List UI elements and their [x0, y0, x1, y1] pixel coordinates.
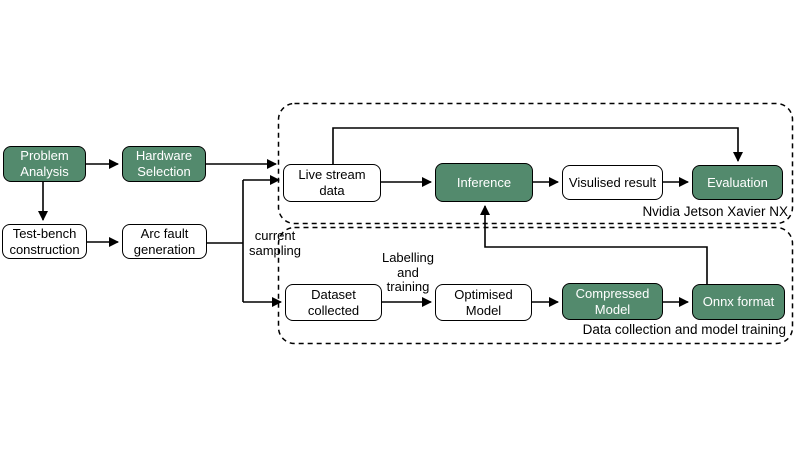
node-evaluation-label: Evaluation	[707, 174, 768, 190]
node-problem-analysis: Problem Analysis	[3, 146, 86, 182]
node-hardware-selection: Hardware Selection	[122, 146, 206, 182]
node-problem-analysis-label: Problem Analysis	[20, 148, 69, 179]
node-test-bench-construction-label: Test-bench construction	[9, 225, 80, 257]
node-inference-label: Inference	[456, 174, 512, 190]
edge-onnx-to-inference	[480, 205, 708, 284]
node-optimised-model: Optimised Model	[435, 284, 532, 321]
node-inference: Inference	[435, 163, 533, 202]
node-hardware-selection-label: Hardware Selection	[135, 148, 193, 179]
node-compressed-model: Compressed Model	[562, 283, 663, 320]
group-data-collection-border	[277, 226, 794, 345]
node-evaluation: Evaluation	[692, 165, 783, 200]
group-jetson-border	[277, 102, 794, 225]
node-live-stream-data: Live stream data	[283, 164, 381, 202]
node-arc-fault-generation-label: Arc fault generation	[133, 225, 196, 257]
node-live-stream-data-label: Live stream data	[298, 167, 366, 198]
node-visulised-result-label: Visulised result	[568, 174, 657, 190]
node-dataset-collected-label: Dataset collected	[307, 286, 360, 318]
group-data-collection-caption: Data collection and model training	[582, 322, 786, 337]
edge-label-current-sampling: current sampling	[248, 228, 302, 258]
node-optimised-model-label: Optimised Model	[454, 286, 513, 318]
edge-livestream-to-evaluation	[332, 127, 743, 164]
node-compressed-model-label: Compressed Model	[575, 285, 650, 317]
edge-label-labelling-and-training: Labelling and training	[381, 250, 435, 294]
node-test-bench-construction: Test-bench construction	[2, 224, 87, 259]
edge-arcfault-branch-trunk	[207, 180, 244, 302]
node-visulised-result: Visulised result	[562, 165, 663, 200]
node-onnx-format-label: Onnx format	[702, 294, 775, 309]
node-arc-fault-generation: Arc fault generation	[122, 224, 207, 259]
node-dataset-collected: Dataset collected	[285, 284, 382, 321]
group-jetson-caption: Nvidia Jetson Xavier NX	[642, 204, 788, 219]
node-onnx-format: Onnx format	[692, 284, 785, 320]
